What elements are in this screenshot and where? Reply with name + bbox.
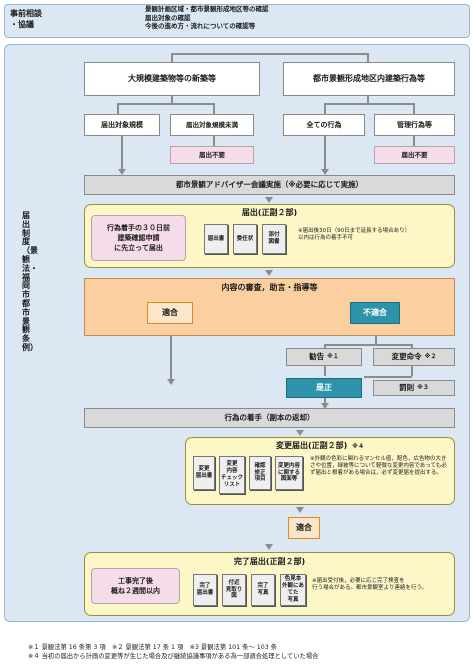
connector <box>324 103 326 115</box>
managed-acts-box: 管理行為等 <box>374 114 455 136</box>
connector <box>170 336 172 380</box>
advisor-meeting-bar: 都市景観アドバイザー会議実施（※必要に応じて実施） <box>84 175 455 195</box>
pre-consultation-item: 今後の進め方・流れについての確認等 <box>145 22 256 31</box>
connector <box>121 136 123 170</box>
completion-title: 完了届出(正副２部) <box>233 557 306 566</box>
arrow-down-icon <box>265 544 273 550</box>
notification-title: 届出(正副２部) <box>241 208 298 217</box>
change-order-box: 変更命令 ※２ <box>373 348 455 366</box>
pre-consultation-label: 事前相談 ・協議 <box>10 9 42 29</box>
nonconform-badge: 不適合 <box>350 302 400 324</box>
connector <box>413 103 415 115</box>
change-order-footnote-mark: ※２ <box>424 353 437 361</box>
connector <box>324 344 412 346</box>
connector <box>367 96 369 103</box>
document-icon: 変更 届出書 <box>193 456 215 490</box>
arrow-down-icon <box>321 169 329 175</box>
advice-label: 勧告 <box>309 352 325 362</box>
completion-lead: 工事完了後 概ね２週間以内 <box>91 568 180 604</box>
pre-consultation-items: 景観計画区域・都市景観形成地区等の確認 届出対象の確認 今後の進め方・流れについ… <box>145 5 269 31</box>
system-label: 届出制度（景観法・福岡市都市景観条例） <box>22 211 38 352</box>
footnote-line: ※１ 景観法第 16 条第 3 項 ※２ 景観法第 17 条 1 項 ※3 景観… <box>28 644 278 651</box>
document-icon: 委任状 <box>233 224 257 254</box>
connector <box>171 96 173 103</box>
connector <box>324 136 326 170</box>
pre-consultation-band <box>4 4 470 38</box>
conform-badge: 適合 <box>288 517 320 539</box>
document-icon: 完了 届出書 <box>193 574 217 606</box>
change-notification-note: ※外観の色彩に関わるマンセル値，配色，広告物の大きさや位置，緑被等について軽微な… <box>310 456 447 477</box>
change-notification-footnote-mark: ※４ <box>352 443 364 450</box>
all-acts-box: 全ての行為 <box>283 114 365 136</box>
arrow-down-icon <box>265 270 273 276</box>
not-required-badge: 届出不要 <box>170 146 254 164</box>
connector <box>171 53 368 55</box>
connector <box>117 103 119 115</box>
connector <box>324 103 414 105</box>
penalty-box: 罰則 ※３ <box>373 380 455 396</box>
review-title: 内容の審査，助言・指導等 <box>221 283 318 292</box>
change-notification-title-text: 変更届出(正副２部) <box>276 441 348 450</box>
document-icon: 変更 内容 チェック リスト <box>219 456 245 494</box>
footnote-line: ※４ 当初の届出から計画の変更等が生じた場合及び継続協議事項がある為一部適合処理… <box>28 653 319 661</box>
change-notification-title: 変更届出(正副２部) ※４ <box>185 440 455 451</box>
arrow-down-icon <box>296 507 304 513</box>
arrow-down-icon <box>296 430 304 436</box>
scope-in-box: 届出対象規模 <box>84 114 160 136</box>
change-order-label: 変更命令 <box>391 352 422 362</box>
urban-district-box: 都市景観形成地区内建築行為等 <box>283 62 455 96</box>
penalty-footnote-mark: ※３ <box>417 384 429 392</box>
scope-under-box: 届出対象規模未満 <box>170 114 254 136</box>
document-icon: 色見本 外観にあ てた 写真 <box>280 574 306 606</box>
document-icon: 付近 見取り 図 <box>222 574 246 606</box>
not-required-badge: 届出不要 <box>374 146 455 164</box>
connector <box>324 366 326 376</box>
advice-footnote-mark: ※１ <box>327 353 339 361</box>
connector <box>324 398 326 404</box>
connector <box>367 53 369 63</box>
connector <box>117 103 214 105</box>
connector <box>171 53 173 63</box>
footnotes: ※１ 景観法第 16 条第 3 項 ※２ 景観法第 17 条 1 項 ※3 景観… <box>28 643 318 661</box>
commencement-bar: 行為の着手（副本の返却） <box>84 408 455 428</box>
large-building-box: 大規模建築物等の新築等 <box>84 62 260 96</box>
arrow-down-icon <box>265 197 273 203</box>
connector <box>213 136 215 146</box>
notification-lead: 行為着手の３０日前 建築確認申請 に先立って届出 <box>91 215 186 261</box>
advice-box: 勧告 ※１ <box>286 348 362 366</box>
connector <box>411 344 413 348</box>
document-icon: 届出書 <box>204 224 228 254</box>
connector <box>324 344 326 348</box>
document-icon: 添付 図書 <box>262 224 286 254</box>
document-icon: 完了 写真 <box>251 574 275 606</box>
arrow-down-icon <box>167 379 175 385</box>
connector <box>411 366 413 376</box>
pre-consultation-item: 景観計画区域・都市景観形成地区等の確認 <box>145 5 269 13</box>
connector <box>213 103 215 115</box>
connector <box>364 376 412 378</box>
notification-note: ※届出後30日（90日まで延長する場合あり） 以内は行為の着手不可 <box>298 228 411 242</box>
document-icon: 変更内容 に関する 図面等 <box>275 456 303 490</box>
arrow-down-icon <box>321 403 329 409</box>
connector <box>375 336 377 344</box>
pre-consultation-item: 届出対象の確認 <box>145 13 191 22</box>
completion-note: ※届出受付後，必要に応じ完了検査を 行う場合がある。都市景観室より連絡を行う。 <box>312 578 428 592</box>
arrow-down-icon <box>118 169 126 175</box>
document-icon: 確認 修正 項目 <box>249 456 271 490</box>
conform-badge: 適合 <box>147 302 193 324</box>
correction-box: 是正 <box>286 378 362 398</box>
connector <box>413 136 415 146</box>
penalty-label: 罰則 <box>399 383 415 393</box>
